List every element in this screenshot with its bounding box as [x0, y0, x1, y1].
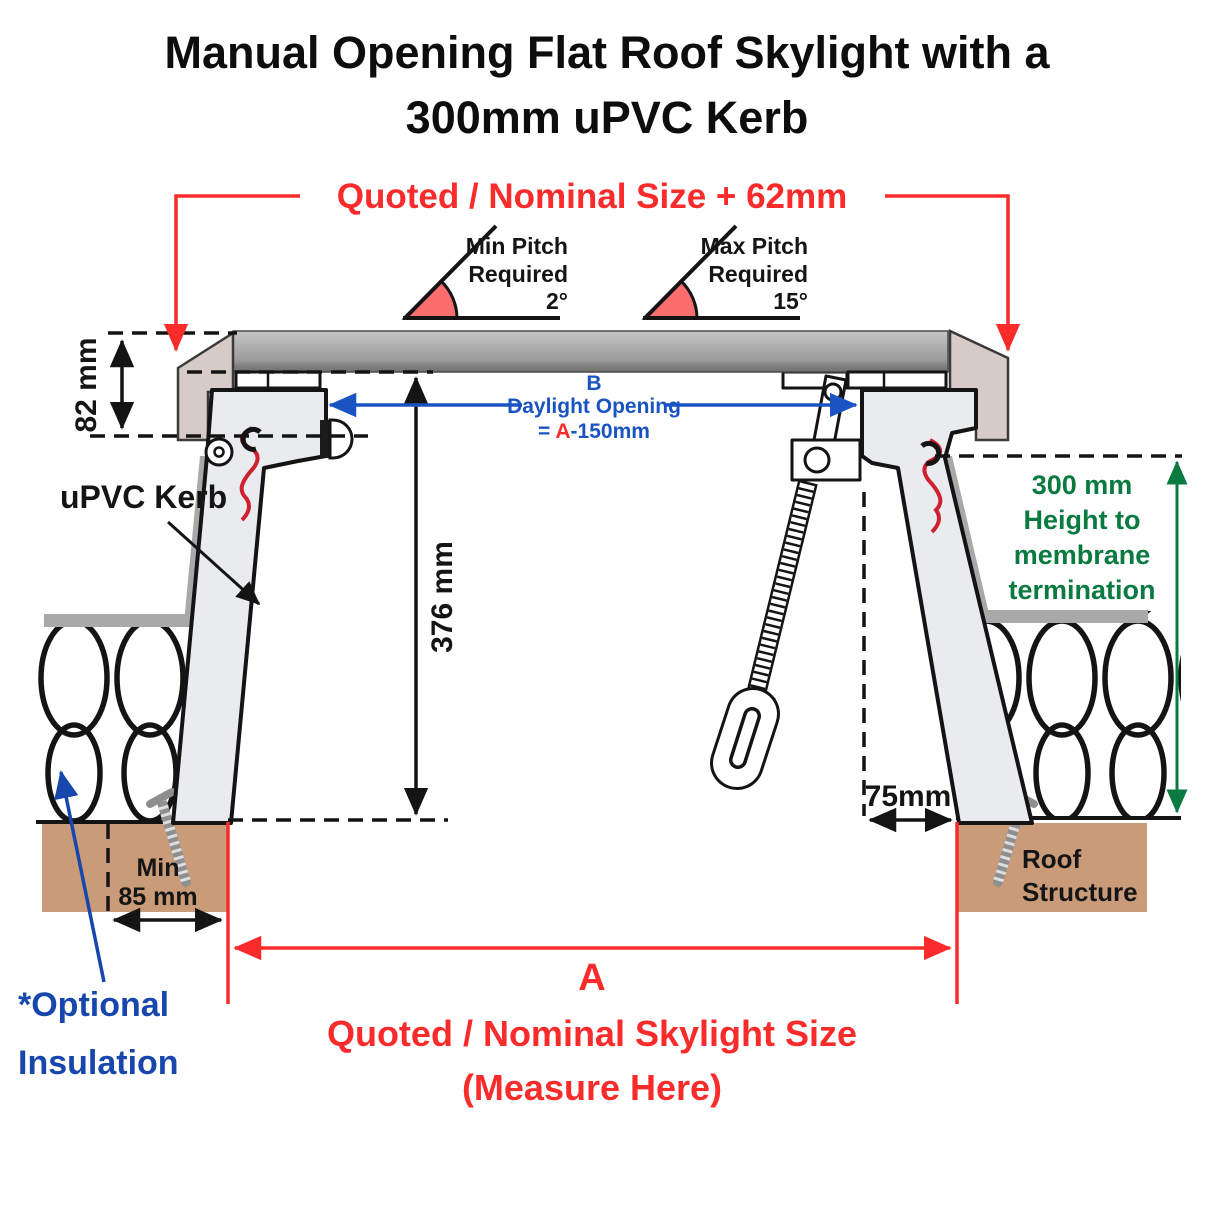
winder-mechanism	[710, 370, 862, 790]
sash-frame-sections	[234, 370, 948, 390]
right-membrane-horizontal	[982, 610, 1148, 623]
insulation-callout: *Optional Insulation	[18, 770, 179, 1082]
min-pitch-slant-line	[403, 224, 498, 320]
right-seal-clip	[920, 440, 942, 466]
max-pitch-label-1: Max Pitch	[701, 233, 808, 259]
insulation-callout-label-2: Insulation	[18, 1044, 179, 1082]
membrane-height-dimension: 300 mm Height to membrane termination	[1008, 460, 1188, 814]
title-line-1: Manual Opening Flat Roof Skylight with a	[164, 27, 1050, 78]
winder-rod-threads	[749, 480, 816, 692]
left-latch-knob	[328, 418, 354, 460]
kerb-offset-label: 75mm	[865, 780, 952, 813]
roof-structure-callout: Roof Structure	[1022, 844, 1138, 907]
membrane-height-label-2: Height to	[1024, 505, 1141, 535]
left-upvc-kerb	[171, 388, 354, 825]
daylight-opening-label: Daylight Opening	[507, 395, 681, 418]
nominal-size-label-1: Quoted / Nominal Skylight Size	[327, 1013, 857, 1054]
membrane-height-label-1: 300 mm	[1032, 470, 1133, 500]
winder-clamp-pivot	[803, 446, 831, 474]
winder-eyelet-slot	[732, 710, 758, 766]
membrane-height-label-4: termination	[1008, 575, 1155, 605]
kerb-height-label: 376 mm	[426, 541, 459, 653]
min-bearing-label-2: 85 mm	[118, 883, 197, 911]
max-pitch-value: 15°	[773, 288, 808, 314]
daylight-eq-prefix: =	[538, 420, 555, 443]
max-pitch-label-2: Required	[708, 261, 808, 287]
frame-height-dimension: 82 mm	[70, 337, 135, 433]
nominal-size-label-2: (Measure Here)	[462, 1067, 722, 1108]
reference-lines	[90, 331, 1182, 916]
overall-size-label: Quoted / Nominal Size + 62mm	[337, 177, 848, 216]
min-pitch-diagram: Min Pitch Required 2°	[401, 224, 568, 320]
winder-pivot-pin	[823, 382, 843, 402]
right-upvc-kerb	[860, 388, 1034, 825]
right-kerb-profile	[860, 388, 1034, 825]
left-kerb-hinge-pin	[213, 446, 225, 458]
frame-height-label: 82 mm	[70, 337, 103, 432]
daylight-eq-suffix: -150mm	[571, 420, 650, 443]
max-pitch-slant-line	[643, 224, 738, 320]
left-latch-base	[320, 420, 330, 458]
left-fixing-screw	[146, 788, 191, 887]
kerb-offset-dimension: 75mm	[865, 780, 953, 833]
membrane-height-label-3: membrane	[1014, 540, 1151, 570]
left-kerb-profile	[171, 388, 328, 825]
overall-size-dimension: Quoted / Nominal Size + 62mm	[163, 177, 1021, 352]
kerb-callout-arrow	[166, 520, 261, 606]
left-membrane-horizontal	[44, 614, 196, 627]
insulation-callout-arrow	[54, 770, 106, 983]
daylight-opening-letter: B	[586, 372, 601, 395]
min-bearing-dimension: Min 85 mm	[112, 854, 223, 933]
nominal-size-dimension: A Quoted / Nominal Skylight Size (Measur…	[226, 822, 959, 1108]
left-screw-shaft	[156, 794, 191, 887]
right-roof-structure-block	[957, 823, 1147, 912]
daylight-opening-dimension: B Daylight Opening = A-150mm	[328, 372, 858, 443]
min-pitch-value: 2°	[546, 288, 568, 314]
skylight-glass-lid	[232, 330, 949, 373]
overall-size-left-bracket	[163, 194, 300, 352]
title-line-2: 300mm uPVC Kerb	[406, 92, 809, 143]
roof-structure-label-2: Structure	[1022, 877, 1138, 907]
daylight-eq-a: A	[555, 420, 570, 443]
kerb-callout-label: uPVC Kerb	[60, 479, 227, 515]
min-bearing-label-1: Min	[136, 854, 179, 882]
insulation-callout-label-1: *Optional	[18, 986, 169, 1024]
diagram-title: Manual Opening Flat Roof Skylight with a…	[164, 27, 1050, 143]
kerb-height-dimension: 376 mm	[403, 376, 459, 816]
min-pitch-label-2: Required	[468, 261, 568, 287]
max-pitch-diagram: Max Pitch Required 15°	[641, 224, 808, 320]
nominal-size-letter: A	[578, 957, 605, 999]
daylight-opening-equation: = A-150mm	[538, 420, 650, 443]
left-screw-head	[146, 788, 176, 808]
roof-structure-label-1: Roof	[1022, 844, 1082, 874]
left-sash-frame-box	[234, 370, 322, 390]
right-sash-frame-box	[846, 370, 948, 390]
min-pitch-label-1: Min Pitch	[466, 233, 568, 259]
overall-size-right-bracket	[885, 194, 1021, 352]
kerb-callout: uPVC Kerb	[60, 479, 261, 606]
